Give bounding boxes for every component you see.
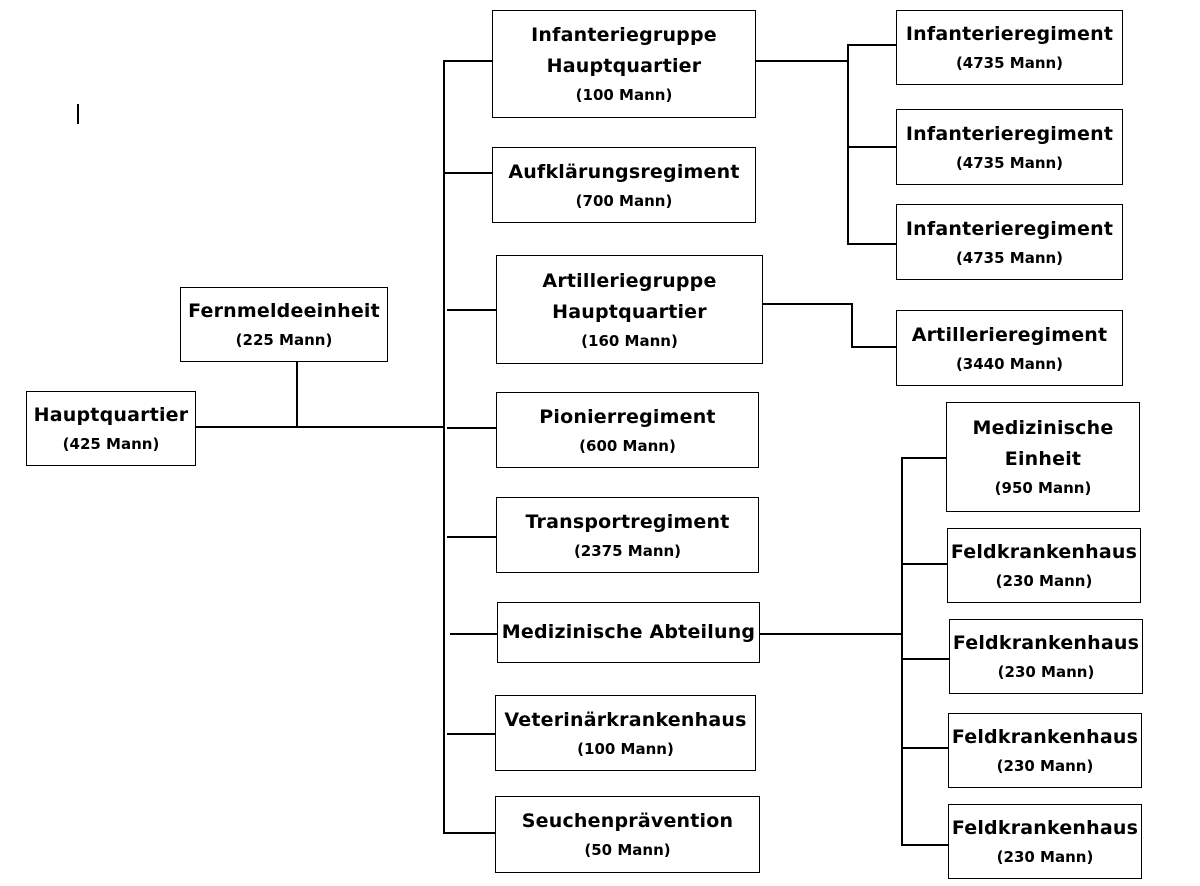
node-count: (4735 Mann)	[955, 153, 1064, 172]
node-count: (700 Mann)	[575, 191, 673, 210]
node-aufklaerungsregiment: Aufklärungsregiment (700 Mann)	[492, 147, 756, 223]
connector-infantry-trunk	[847, 44, 849, 245]
node-label: Hauptquartier	[33, 404, 189, 426]
connector-field-hospital-3	[901, 747, 950, 749]
node-medizinische-abteilung: Medizinische Abteilung	[497, 602, 760, 663]
node-label-line2: Hauptquartier	[552, 300, 707, 323]
node-count: (425 Mann)	[62, 435, 160, 453]
connector-branch-recon	[443, 172, 493, 174]
node-label: Medizinische Abteilung	[501, 621, 756, 643]
connector-signal	[296, 362, 298, 427]
node-count: (50 Mann)	[584, 841, 671, 859]
node-pionierregiment: Pionierregiment (600 Mann)	[496, 392, 759, 468]
connector-infantry-reg-3	[847, 243, 897, 245]
node-medizinische-einheit: Medizinische Einheit (950 Mann)	[946, 402, 1140, 512]
node-count: (230 Mann)	[997, 663, 1095, 681]
node-count: (230 Mann)	[996, 848, 1094, 866]
node-label: Feldkrankenhaus	[951, 726, 1139, 748]
node-feldkrankenhaus: Feldkrankenhaus (230 Mann)	[948, 804, 1142, 879]
node-count: (950 Mann)	[994, 479, 1092, 497]
connector-medical-trunk	[901, 457, 903, 846]
node-veterinaerkrankenhaus: Veterinärkrankenhaus (100 Mann)	[495, 695, 756, 771]
connector-artillery-group-out	[762, 303, 852, 305]
node-count: (230 Mann)	[996, 757, 1094, 775]
node-seuchenpraevention: Seuchenprävention (50 Mann)	[495, 796, 760, 873]
connector-branch-transport	[447, 536, 497, 538]
node-count: (160 Mann)	[581, 331, 678, 350]
node-count: (225 Mann)	[235, 331, 333, 349]
node-label: Feldkrankenhaus	[950, 541, 1138, 563]
node-infanterieregiment: Infanterieregiment (4735 Mann)	[896, 10, 1123, 85]
node-label: Seuchenprävention	[521, 810, 734, 832]
connector-infantry-reg-1	[847, 44, 897, 46]
connector-medical-unit	[901, 457, 948, 459]
node-artillerieregiment: Artillerieregiment (3440 Mann)	[896, 310, 1123, 386]
node-label: Infanterieregiment	[905, 217, 1114, 240]
connector-infantry-reg-2	[847, 146, 897, 148]
node-count: (4735 Mann)	[955, 54, 1064, 72]
node-label: Feldkrankenhaus	[951, 817, 1139, 839]
node-artilleriegruppe-hauptquartier: Artilleriegruppe Hauptquartier (160 Mann…	[496, 255, 763, 364]
node-label-line1: Infanteriegruppe	[531, 24, 717, 46]
connector-artillery-reg	[851, 346, 897, 348]
node-count: (230 Mann)	[995, 572, 1093, 590]
node-infanterieregiment: Infanterieregiment (4735 Mann)	[896, 204, 1123, 280]
node-count: (4735 Mann)	[955, 248, 1064, 267]
node-label: Pionierregiment	[539, 405, 716, 428]
node-label-line1: Artilleriegruppe	[542, 269, 717, 292]
connector-medical-dept-out	[760, 633, 902, 635]
connector-artillery-elbow	[851, 303, 853, 348]
connector-main-trunk	[443, 60, 445, 834]
node-label: Feldkrankenhaus	[952, 632, 1140, 654]
connector-branch-infantry-group	[443, 60, 493, 62]
connector-branch-vet-hospital	[447, 733, 497, 735]
node-label: Fernmeldeeinheit	[188, 300, 380, 322]
node-feldkrankenhaus: Feldkrankenhaus (230 Mann)	[947, 528, 1141, 603]
text-cursor-mark	[77, 104, 79, 124]
node-label: Infanterieregiment	[905, 23, 1114, 45]
node-fernmeldeeinheit: Fernmeldeeinheit (225 Mann)	[180, 287, 388, 362]
node-label: Veterinärkrankenhaus	[504, 708, 747, 731]
node-infanteriegruppe-hauptquartier: Infanteriegruppe Hauptquartier (100 Mann…	[492, 10, 756, 118]
connector-field-hospital-1	[901, 563, 948, 565]
node-hauptquartier: Hauptquartier (425 Mann)	[26, 391, 196, 466]
node-transportregiment: Transportregiment (2375 Mann)	[496, 497, 759, 573]
connector-field-hospital-4	[901, 844, 949, 846]
node-count: (100 Mann)	[575, 86, 673, 104]
connector-branch-artillery-group	[447, 309, 497, 311]
connector-hq-trunk	[196, 426, 444, 428]
node-label-line2: Einheit	[1004, 448, 1082, 470]
node-count: (600 Mann)	[579, 436, 676, 455]
connector-branch-engineer	[447, 427, 497, 429]
node-label: Infanterieregiment	[905, 122, 1114, 145]
node-label: Artillerieregiment	[911, 323, 1108, 346]
node-count: (3440 Mann)	[955, 354, 1064, 373]
node-label: Transportregiment	[525, 510, 730, 533]
node-infanterieregiment: Infanterieregiment (4735 Mann)	[896, 109, 1123, 185]
connector-field-hospital-2	[901, 658, 950, 660]
node-count: (2375 Mann)	[573, 541, 682, 560]
node-label-line2: Hauptquartier	[546, 55, 702, 77]
connector-branch-medical-dept	[450, 633, 498, 635]
node-feldkrankenhaus: Feldkrankenhaus (230 Mann)	[948, 713, 1142, 788]
connector-infantry-group-out	[755, 60, 848, 62]
node-label: Aufklärungsregiment	[508, 160, 740, 183]
node-count: (100 Mann)	[577, 739, 674, 758]
node-feldkrankenhaus: Feldkrankenhaus (230 Mann)	[949, 619, 1143, 694]
node-label-line1: Medizinische	[972, 417, 1114, 439]
connector-branch-epidemic	[443, 832, 496, 834]
